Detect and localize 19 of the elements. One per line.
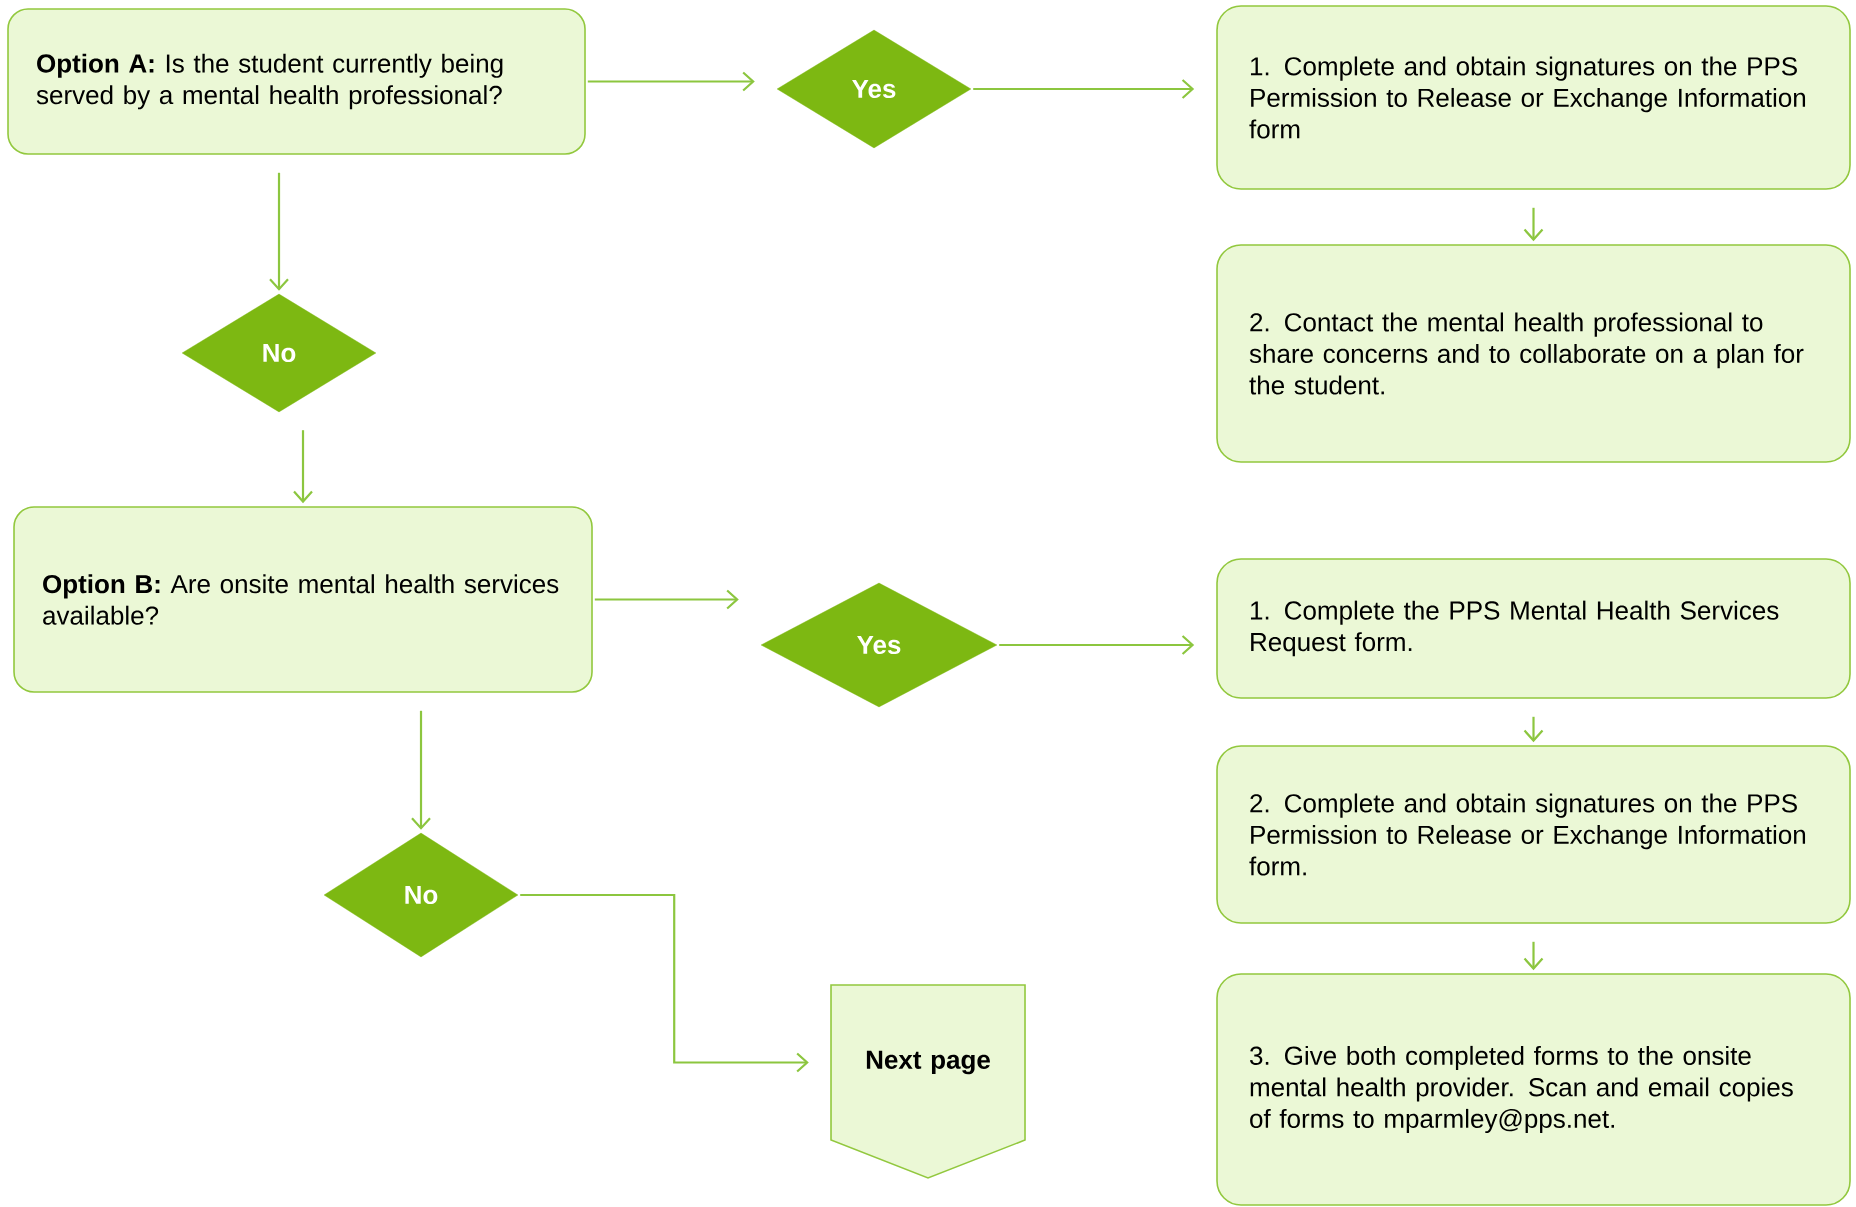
question-box: Option B: Are onsite mental health services available? [13,506,593,693]
step-box: 1. Complete the PPS Mental Health Services Request form. [1216,558,1851,699]
arrow [293,430,313,504]
arrow [1523,941,1544,971]
step-box: 3. Give both completed forms to the onsite mental health provider. Scan and email copies of forms to mparmley@pps.net. [1216,973,1851,1206]
arrow [1523,207,1544,242]
arrow [411,710,431,830]
arrow [269,172,289,291]
step-box: 2. Complete and obtain signatures on the PPS Permission to Release or Exchange Information form. [1216,745,1851,924]
arrow [594,589,739,610]
step-box: 1. Complete and obtain signatures on the PPS Permission to Release or Exchange Information form [1216,5,1851,190]
arrow [999,635,1195,655]
arrow [520,893,809,1073]
arrow [587,71,755,92]
arrow [1523,716,1544,743]
step-box: 2. Contact the mental health professional to share concerns and to collaborate on a plan for the student. [1216,244,1851,463]
arrow [973,79,1195,99]
question-box: Option A: Is the student currently being served by a mental health professional? [7,8,586,155]
offpage-connector: Next page [830,984,1026,1179]
